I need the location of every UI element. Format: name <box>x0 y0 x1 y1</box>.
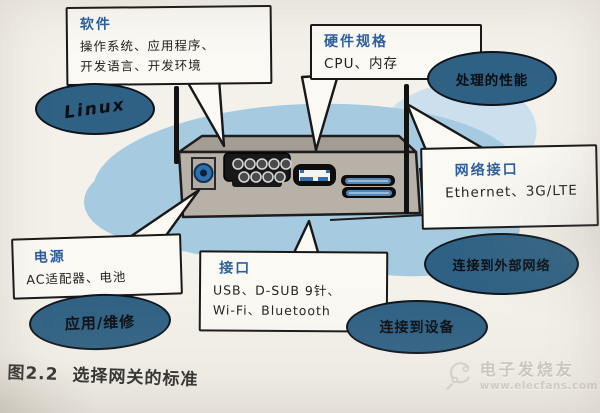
figure-number: 图2.2 <box>7 362 59 385</box>
watermark-brand: 电子发烧友 <box>479 360 575 379</box>
callout-software-line: 开发语言、开发环境 <box>80 57 202 74</box>
bubble-external-label: 连接到外部网络 <box>452 258 551 274</box>
bubble-connect-devices: 连接到设备 <box>346 300 488 354</box>
device-top-face <box>177 134 418 154</box>
bubble-linux-label: Linux <box>62 94 128 124</box>
callout-power-title: 电源 <box>33 248 66 266</box>
antenna-left <box>174 86 179 164</box>
callout-power-line: AC适配器、电池 <box>26 269 127 288</box>
callout-power: 电源 AC适配器、电池 <box>11 233 183 300</box>
callout-network-title: 网络接口 <box>454 161 519 180</box>
usb-port <box>293 164 336 186</box>
callout-hardware-line: CPU、内存 <box>324 56 398 72</box>
antenna-right <box>404 84 409 214</box>
callout-software-line: 操作系统、应用程序、 <box>79 37 216 54</box>
bubble-processing-performance: 处理的性能 <box>427 51 557 106</box>
callout-interface-line: USB、D-SUB 9针、 <box>212 282 341 299</box>
elecfans-logo-icon <box>446 362 470 390</box>
bubble-performance-label: 处理的性能 <box>455 72 529 89</box>
bubble-external-network: 连接到外部网络 <box>424 233 579 295</box>
callout-network-line: Ethernet、3G/LTE <box>444 182 578 202</box>
figure-title: 选择网关的标准 <box>72 365 199 391</box>
callout-software: 软件 操作系统、应用程序、 开发语言、开发环境 <box>65 4 273 87</box>
ethernet-ports <box>341 175 396 198</box>
watermark: 电子发烧友 www.elecfans.com <box>446 352 598 396</box>
dsub-connector <box>223 152 292 187</box>
watermark-url: www.elecfans.com <box>479 380 598 392</box>
bubble-operation-label: 应用/维修 <box>64 312 136 333</box>
bubble-devices-label: 连接到设备 <box>379 320 455 336</box>
callout-software-title: 软件 <box>79 16 112 33</box>
bubble-linux: Linux <box>35 83 155 135</box>
callout-interface-title: 接口 <box>219 260 252 277</box>
callout-network-interface: 网络接口 Ethernet、3G/LTE <box>420 144 599 230</box>
power-jack <box>191 157 216 190</box>
callout-hardware-title: 硬件规格 <box>324 34 388 50</box>
